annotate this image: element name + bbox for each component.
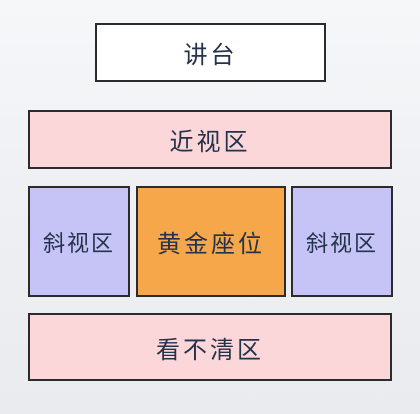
unclear-zone-box: 看不清区 bbox=[28, 313, 392, 381]
golden-zone-label: 黄金座位 bbox=[157, 230, 265, 258]
side-zone-left-box: 斜视区 bbox=[28, 186, 130, 297]
side-zone-left-label: 斜视区 bbox=[42, 231, 115, 257]
side-zone-right-box: 斜视区 bbox=[291, 186, 393, 297]
podium-box: 讲台 bbox=[95, 23, 326, 82]
unclear-zone-label: 看不清区 bbox=[156, 335, 264, 364]
podium-label: 讲台 bbox=[183, 41, 238, 69]
near-zone-label: 近视区 bbox=[169, 128, 251, 156]
side-zone-right-label: 斜视区 bbox=[305, 231, 378, 257]
golden-zone-box: 黄金座位 bbox=[136, 186, 286, 297]
near-zone-box: 近视区 bbox=[28, 110, 392, 169]
